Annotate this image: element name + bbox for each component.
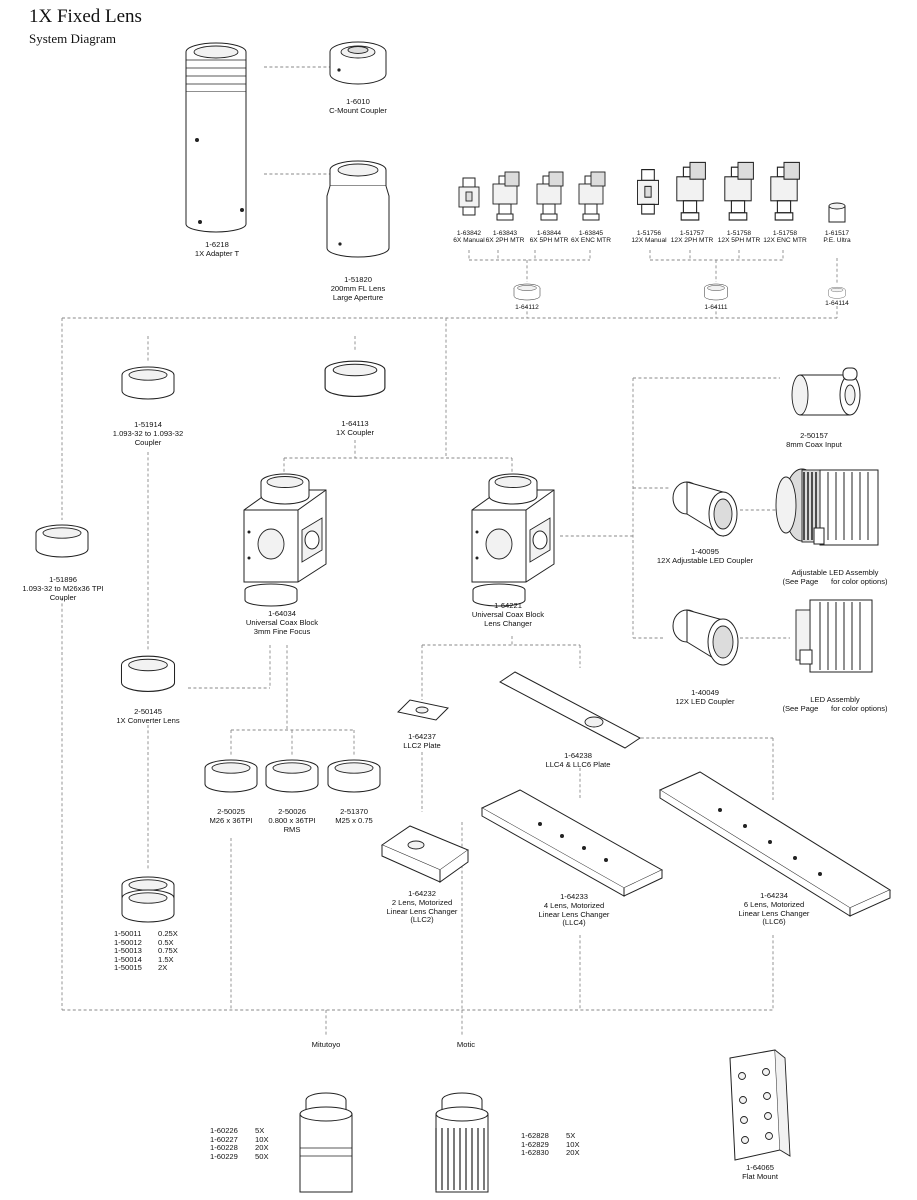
- mitutoyo-label: Mitutoyo: [311, 1040, 341, 1049]
- part-number: 2-50026: [278, 807, 306, 816]
- part-name: 1.093-32 to 1.093-32 Coupler: [112, 429, 184, 447]
- part-number: 1-64234: [760, 891, 788, 900]
- part-number: 1-64113: [341, 419, 369, 428]
- part-name: M26 x 36TPI: [209, 816, 253, 825]
- motic-label: Motic: [456, 1040, 476, 1049]
- part-name: 2 Lens, Motorized Linear Lens Changer (L…: [386, 898, 458, 925]
- part-number: 1-63844: [536, 230, 562, 237]
- motic-mags: 5X 10X 20X: [566, 1131, 580, 1158]
- part-number: 2-50145: [134, 707, 162, 716]
- part-name: P.E. Ultra: [823, 237, 851, 244]
- part-number: 2-50025: [217, 807, 245, 816]
- led-coupler-illustrations: [672, 481, 739, 666]
- part-number: 1-63842: [456, 230, 482, 237]
- part-number: 1-51758: [772, 230, 798, 237]
- part-number: 1-61517: [824, 230, 850, 237]
- part-name: 6 Lens, Motorized Linear Lens Changer (L…: [738, 900, 810, 927]
- aux-lens-ids: 1-50011 1-50012 1-50013 1-50014 1-50015: [114, 929, 142, 973]
- mitutoyo-ids: 1-60226 1-60227 1-60228 1-60229: [210, 1126, 238, 1161]
- page-title: 1X Fixed Lens: [29, 6, 142, 27]
- part-number: 1-51758: [726, 230, 752, 237]
- part-number: 1-51757: [679, 230, 705, 237]
- mitutoyo-mags: 5X 10X 20X 50X: [255, 1126, 269, 1161]
- part-number: 1-64232: [408, 889, 436, 898]
- part-name: 12X Manual: [631, 237, 667, 244]
- aux-lens-mags: 0.25X 0.5X 0.75X 1.5X 2X: [158, 929, 178, 973]
- part-name: 6X Manual: [453, 237, 485, 244]
- part-name: Adjustable LED Assembly: [791, 568, 879, 577]
- part-name: 12X 2PH MTR: [670, 237, 714, 244]
- part-name: LLC2 Plate: [403, 741, 441, 750]
- part-name: 4 Lens, Motorized Linear Lens Changer (L…: [538, 901, 610, 928]
- part-name: LLC4 & LLC6 Plate: [545, 760, 611, 769]
- part-number: 1-51756: [636, 230, 662, 237]
- part-note: (See Page for color options): [782, 704, 888, 713]
- part-number: 1-63845: [578, 230, 604, 237]
- part-name: 12X 5PH MTR: [717, 237, 761, 244]
- part-name: LED Assembly: [810, 695, 860, 704]
- part-number: 1-64233: [560, 892, 588, 901]
- part-number: 1-64238: [564, 751, 592, 760]
- llc4-llc6-plate-illustration: [499, 671, 641, 749]
- motic-ids: 1-62828 1-62829 1-62830: [521, 1131, 549, 1158]
- part-name: Universal Coax Block Lens Changer: [471, 610, 545, 628]
- part-number: 1-64111: [704, 304, 728, 311]
- coax-input-illustration: [791, 367, 861, 416]
- part-number: 1-40049: [691, 688, 719, 697]
- coax-block-illustrations: [243, 473, 555, 607]
- pe-ultra-illustration: [828, 202, 846, 223]
- part-name: 200mm FL Lens Large Aperture: [330, 284, 386, 302]
- part-number: 1-64065: [746, 1163, 774, 1172]
- llc2-illustration: [380, 825, 470, 883]
- part-name: C-Mount Coupler: [329, 106, 387, 115]
- objective-illustrations: [299, 1092, 489, 1193]
- part-number: 1-6218: [205, 240, 229, 249]
- part-name: 0.800 x 36TPI RMS: [268, 816, 316, 834]
- zoom-12x-illustrations: [636, 161, 801, 221]
- flat-mount-illustration: [729, 1049, 791, 1161]
- llc2-plate-illustration: [396, 699, 450, 721]
- part-name: Flat Mount: [742, 1172, 778, 1181]
- page-subtitle: System Diagram: [29, 31, 117, 46]
- part-number: 1-40095: [691, 547, 719, 556]
- part-name: 1X Coupler: [336, 428, 374, 437]
- part-number: 1-51820: [344, 275, 372, 284]
- part-name: 6X 2PH MTR: [485, 237, 525, 244]
- part-name: 1.093-32 to M26x36 TPI Coupler: [22, 584, 104, 602]
- part-number: 1-64034: [268, 609, 296, 618]
- part-number: 1-64237: [408, 732, 436, 741]
- led-assembly-illustrations: [775, 468, 879, 673]
- part-name: 12X ENC MTR: [763, 237, 807, 244]
- part-number: 2-51370: [340, 807, 368, 816]
- c-mount-coupler-illustration: [329, 41, 387, 85]
- part-number: 1-51896: [49, 575, 77, 584]
- part-number: 1-64114: [825, 300, 849, 307]
- part-number: 1-63843: [492, 230, 518, 237]
- part-name: 1X Converter Lens: [116, 716, 180, 725]
- part-name: 1X Adapter T: [194, 249, 240, 258]
- part-name: 6X 5PH MTR: [529, 237, 569, 244]
- part-note: (See Page for color options): [782, 577, 888, 586]
- part-name: 12X Adjustable LED Coupler: [656, 556, 754, 565]
- part-name: Universal Coax Block 3mm Fine Focus: [245, 618, 319, 636]
- small-coupler-illustrations: [513, 283, 846, 301]
- part-name: 8mm Coax Input: [786, 440, 842, 449]
- adapter-tube-illustration: [185, 42, 247, 233]
- zoom-6x-illustrations: [458, 171, 606, 221]
- llc4-illustration: [480, 789, 664, 897]
- part-number: 1-6010: [346, 97, 370, 106]
- part-name: 12X LED Coupler: [675, 697, 735, 706]
- part-name: 6X ENC MTR: [571, 237, 611, 244]
- part-number: 1-64112: [515, 304, 539, 311]
- part-number: 1-51914: [134, 420, 162, 429]
- part-number: 2-50157: [800, 431, 828, 440]
- part-name: M25 x 0.75: [335, 816, 373, 825]
- llc6-illustration: [658, 771, 892, 917]
- part-number: 1-64221: [494, 601, 522, 610]
- fl-lens-illustration: [326, 160, 390, 258]
